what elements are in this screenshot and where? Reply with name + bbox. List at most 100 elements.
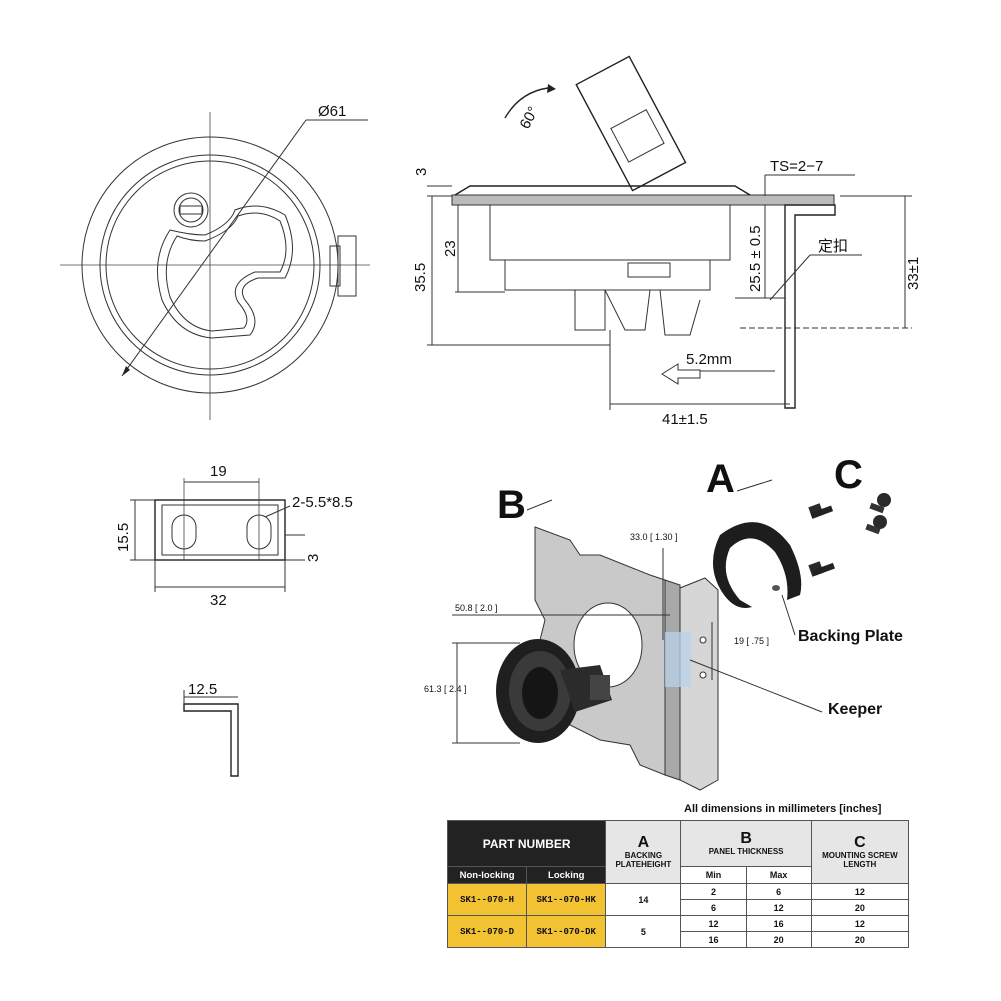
- bracket-view: 12.5: [183, 681, 239, 777]
- col-c-header: C MOUNTING SCREW LENGTH: [810, 820, 910, 884]
- screw-2: 20: [810, 899, 910, 916]
- backing-plate-hole: [772, 585, 780, 591]
- exploded-view: B A C 33.0 [ 1.30 ] 50.8 [ 2.0 ] 61.3 [ …: [424, 453, 903, 791]
- col-b-header: B PANEL THICKNESS: [680, 820, 812, 867]
- min-3: 12: [680, 915, 747, 932]
- key-slot: [179, 205, 203, 215]
- backing-plate-strip: [679, 577, 719, 791]
- keeper-plate-view: 19 2-5.5*8.5 15.5 3 32: [115, 463, 353, 609]
- rotation-arrow: [547, 84, 556, 93]
- depth-label: 12.5: [188, 681, 217, 698]
- width-32-label: 32: [210, 592, 227, 609]
- travel-arrow-icon: [661, 363, 701, 385]
- col-b-letter: B: [740, 830, 752, 847]
- latch-tongue: [337, 235, 357, 297]
- non-locking-header: Non-locking: [446, 866, 528, 884]
- backing-a-2: 5: [605, 915, 682, 948]
- keeper-label: Keeper: [828, 701, 882, 718]
- table-note: All dimensions in millimeters [inches]: [684, 803, 882, 815]
- plate-thickness-label: 3: [305, 554, 322, 562]
- label-a: A: [706, 457, 735, 501]
- part-lk-2: SK1--070-DK: [526, 915, 607, 948]
- screw-4: 20: [810, 931, 910, 948]
- travel-label: 5.2mm: [686, 351, 732, 368]
- inner-ring-circle: [99, 154, 321, 376]
- screw-3-shank: [869, 502, 885, 514]
- table-row: SK1--070-H SK1--070-HK 14 2 6 12: [446, 883, 910, 916]
- dim-a-line: [736, 479, 773, 492]
- max-4: 20: [745, 931, 812, 948]
- height-35-label: 35.5: [412, 263, 429, 292]
- top-view: Ø61: [60, 103, 370, 420]
- keeper-highlight: [665, 632, 691, 687]
- locking-header: Locking: [526, 866, 607, 884]
- backing-plate-leader: [781, 594, 796, 636]
- part-lk-1: SK1--070-HK: [526, 883, 607, 916]
- lock-cylinder-inner: [178, 197, 204, 223]
- screw-1: [808, 503, 834, 519]
- inner-ring-circle-2: [105, 160, 315, 370]
- label-c: C: [834, 453, 863, 497]
- min-1: 2: [680, 883, 747, 900]
- label-b: B: [497, 483, 526, 527]
- backing-plate-label: Backing Plate: [798, 628, 903, 645]
- dim-19-exp-label: 19 [ .75 ]: [734, 636, 769, 646]
- dim-613-label: 61.3 [ 2.4 ]: [424, 684, 467, 694]
- flange-top: [454, 185, 751, 196]
- backing-a-1: 14: [605, 883, 682, 916]
- handle-grip: [610, 109, 665, 163]
- table-row: SK1--070-D SK1--070-DK 5 12 16 12: [446, 915, 910, 948]
- tolerance-label: 25.5 ± 0.5: [747, 225, 764, 292]
- min-4: 16: [680, 931, 747, 948]
- latch-cam: [604, 289, 651, 331]
- keeper-cn-label: 定扣: [818, 238, 848, 255]
- handle-raised: [575, 55, 687, 192]
- slot-label: 2-5.5*8.5: [292, 494, 353, 511]
- part-nl-2: SK1--070-D: [446, 915, 528, 948]
- keeper-plate-inner: [161, 504, 279, 556]
- max-2: 12: [745, 899, 812, 916]
- height-155-label: 15.5: [115, 523, 132, 552]
- panel-flange: [451, 194, 835, 206]
- part-number-table: PART NUMBER A BACKING PLATEHEIGHT B PANE…: [446, 820, 910, 948]
- latch-tongue-3d: [590, 675, 610, 700]
- ts-label: TS=2−7: [770, 158, 823, 175]
- latch-handle: [522, 667, 558, 719]
- width-41-label: 41±1.5: [662, 411, 708, 428]
- angle-label: 60°: [517, 104, 543, 132]
- diameter-arrow: [122, 366, 130, 376]
- col-c-sub: MOUNTING SCREW LENGTH: [822, 851, 898, 869]
- backing-plate-a: [712, 522, 802, 608]
- screw-4-shank: [865, 523, 881, 535]
- lock-cylinder-outer: [173, 192, 209, 228]
- dim-33-label: 33.0 [ 1.30 ]: [630, 532, 678, 542]
- dim-508-label: 50.8 [ 2.0 ]: [455, 603, 498, 613]
- col-c-letter: C: [854, 834, 866, 851]
- spacing-19-label: 19: [210, 463, 227, 480]
- diameter-leader: [121, 119, 307, 377]
- side-view: 60° 3 35.5 23 25.5 ± 0.5 TS=2−7 定扣: [412, 55, 922, 428]
- latch-tongue-side: [574, 289, 606, 331]
- keeper-leader: [689, 659, 823, 713]
- screw-2: [808, 561, 835, 577]
- screw-4-head: [873, 515, 887, 529]
- slot-leader: [264, 505, 291, 518]
- screw-1: 12: [810, 883, 910, 900]
- dim-b-line: [526, 499, 553, 511]
- max-3: 16: [745, 915, 812, 932]
- part-number-header: PART NUMBER: [446, 820, 607, 867]
- bracket-outline: [183, 703, 239, 777]
- screw-3-head: [877, 493, 891, 507]
- rotation-arc: [504, 87, 549, 119]
- keeper-bracket: [784, 204, 836, 409]
- latch-body: [489, 204, 731, 261]
- max-1: 6: [745, 883, 812, 900]
- part-nl-1: SK1--070-H: [446, 883, 528, 916]
- screw-hole-1: [699, 636, 707, 644]
- min-header: Min: [680, 866, 747, 884]
- screw-3: 12: [810, 915, 910, 932]
- diameter-label: Ø61: [318, 103, 346, 120]
- latch-slot: [627, 262, 671, 278]
- max-header: Max: [745, 866, 812, 884]
